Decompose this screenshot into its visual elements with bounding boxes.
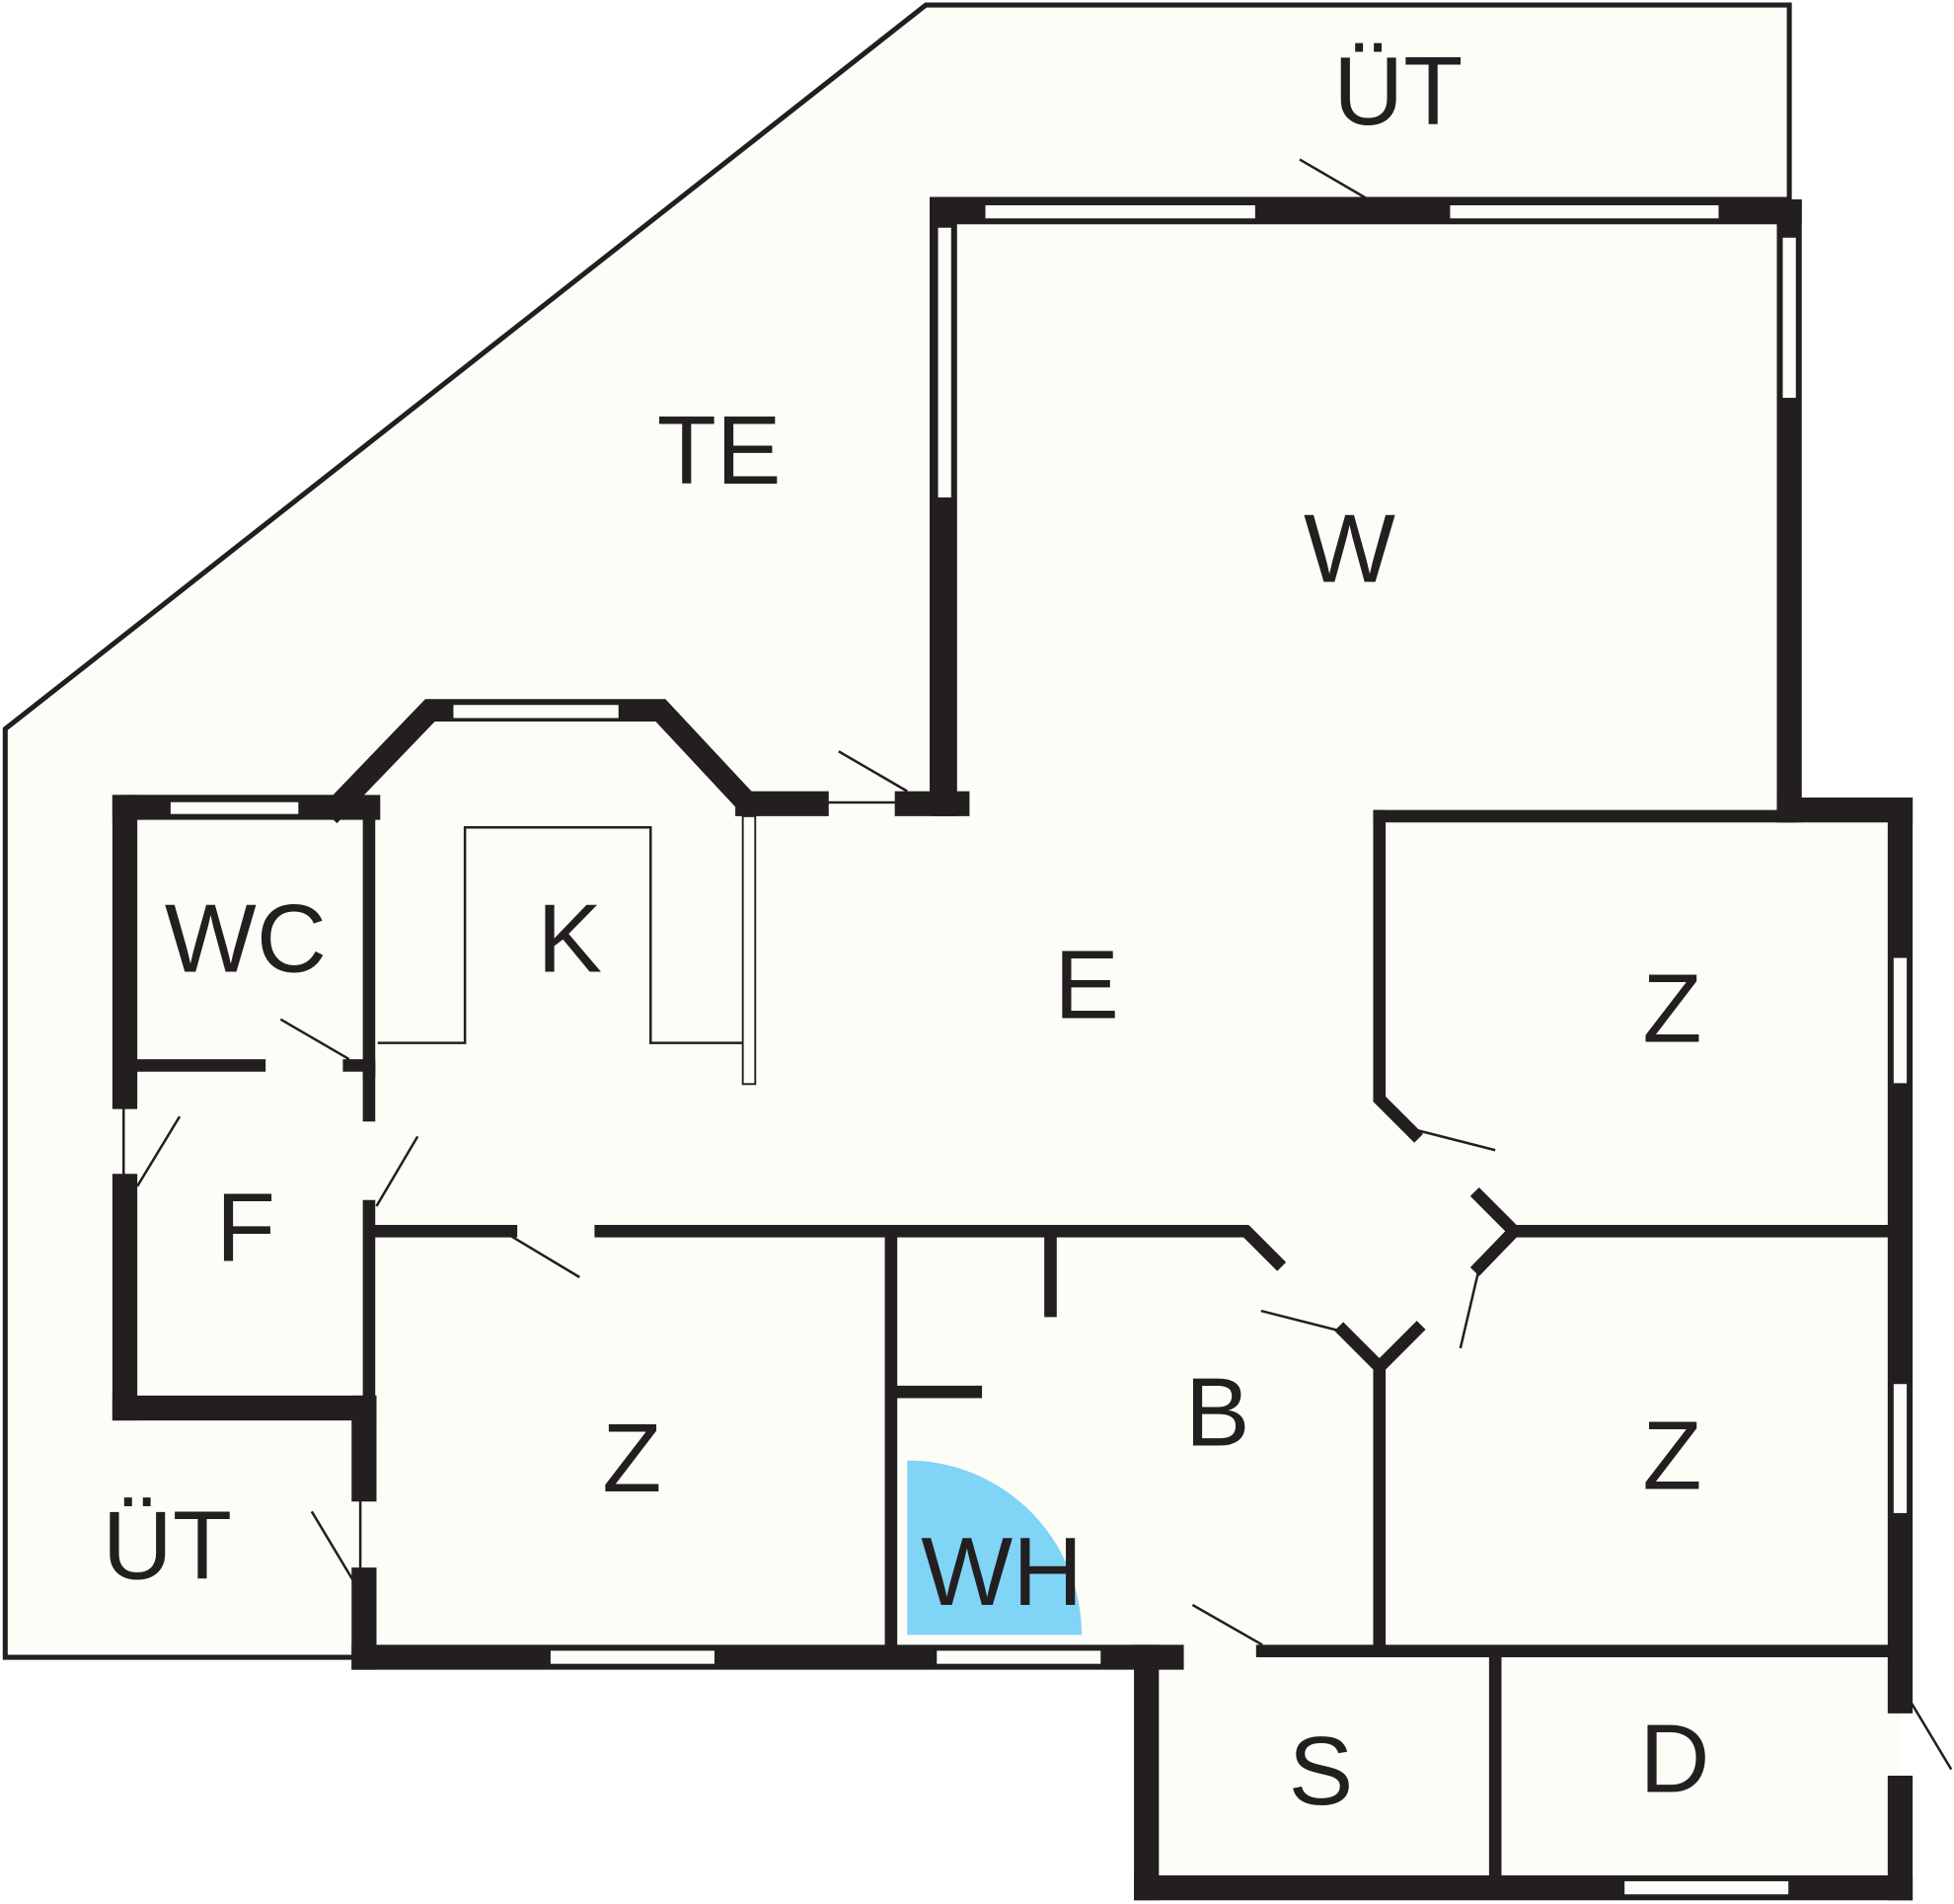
room-label-s: S xyxy=(1289,1716,1354,1825)
room-labels: ÜT TE W WC K E Z F Z B Z WH ÜT S D xyxy=(103,37,1710,1825)
room-label-d: D xyxy=(1639,1704,1709,1812)
room-label-z-upper-right: Z xyxy=(1642,953,1701,1062)
room-label-k: K xyxy=(537,884,602,993)
room-label-te: TE xyxy=(657,396,782,504)
room-label-b: B xyxy=(1185,1357,1250,1466)
room-label-wh: WH xyxy=(921,1517,1083,1626)
room-label-ut-bottom: ÜT xyxy=(103,1491,232,1600)
room-label-f: F xyxy=(216,1174,275,1282)
room-label-e: E xyxy=(1054,930,1119,1038)
room-label-ut-top: ÜT xyxy=(1333,37,1463,145)
room-label-w: W xyxy=(1304,495,1395,603)
water-heater-area xyxy=(907,1460,1083,1636)
windows xyxy=(168,203,1909,1897)
room-label-z-lower-right: Z xyxy=(1642,1402,1701,1510)
room-label-z-lower-left: Z xyxy=(602,1404,661,1512)
doors[interactable] xyxy=(136,158,1953,1771)
room-label-wc: WC xyxy=(165,884,327,993)
interior-floor xyxy=(124,211,1901,1888)
